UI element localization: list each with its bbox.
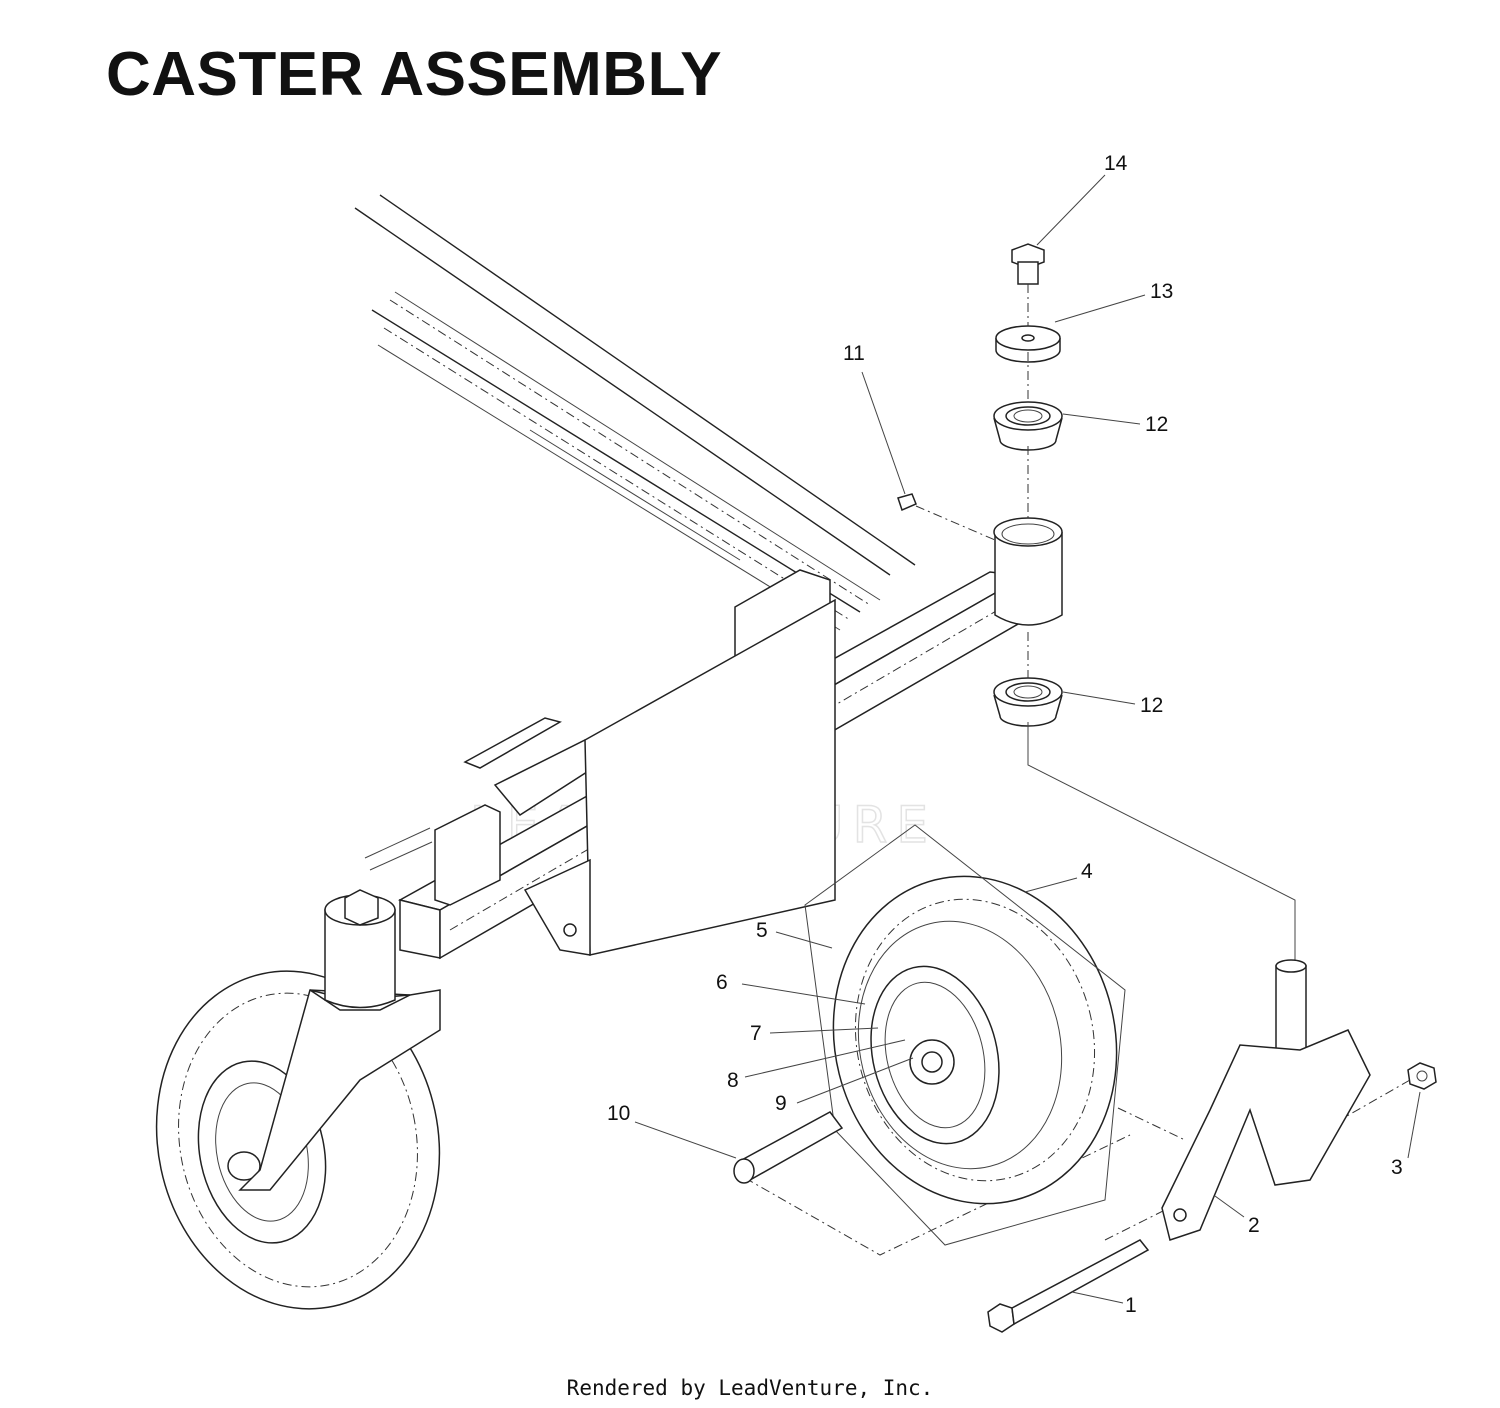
wheel-assembly-part-4 <box>804 824 1126 1246</box>
callout-7: 7 <box>750 1022 762 1045</box>
callout-11: 11 <box>843 342 865 365</box>
callout-4: 4 <box>1081 860 1093 883</box>
diagram-title: CASTER ASSEMBLY <box>106 40 723 109</box>
callout-12-lower: 12 <box>1140 694 1163 717</box>
axle-bolt-part-1 <box>987 1239 1150 1333</box>
frame-rails <box>354 194 916 631</box>
frame-bracket <box>364 569 836 956</box>
callout-6: 6 <box>716 971 728 994</box>
bearing-part-12-lower <box>993 677 1063 727</box>
grease-fitting-part-11 <box>897 493 917 512</box>
left-caster-fork <box>238 889 441 1191</box>
spacer-part-10 <box>733 1111 844 1184</box>
callout-10: 10 <box>607 1102 630 1125</box>
bolt-part-14 <box>1011 243 1045 285</box>
callout-2: 2 <box>1248 1214 1260 1237</box>
washer-part-13 <box>995 325 1061 363</box>
fork-part-2 <box>1161 959 1371 1241</box>
callout-1: 1 <box>1125 1294 1137 1317</box>
callout-14: 14 <box>1104 152 1128 175</box>
callout-5: 5 <box>756 919 768 942</box>
callout-9: 9 <box>775 1092 787 1115</box>
footer-credit: Rendered by LeadVenture, Inc. <box>566 1376 934 1400</box>
bearing-part-12-upper <box>993 401 1063 451</box>
callout-13: 13 <box>1150 280 1173 303</box>
leader-lines <box>634 174 1421 1304</box>
callout-8: 8 <box>727 1069 739 1092</box>
nut-part-3 <box>1407 1062 1437 1090</box>
callout-12-upper: 12 <box>1145 413 1168 436</box>
callout-3: 3 <box>1391 1156 1403 1179</box>
steering-tube <box>993 517 1063 626</box>
